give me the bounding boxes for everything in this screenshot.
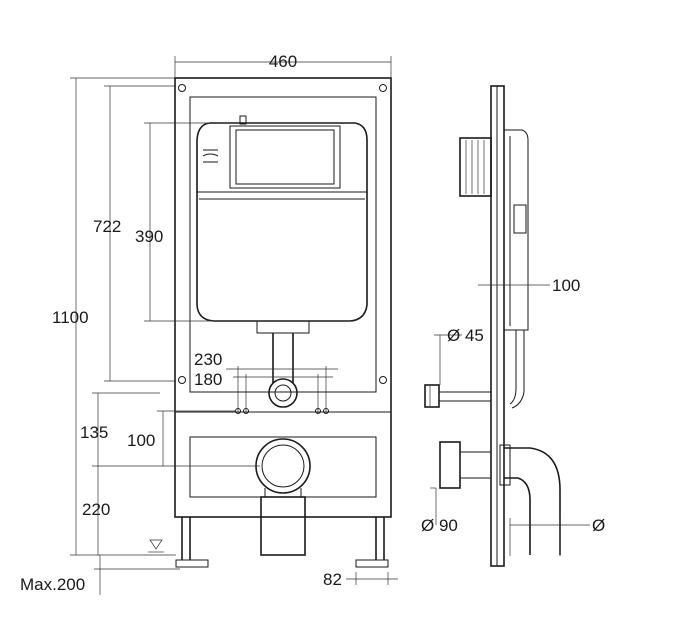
bolt <box>379 84 387 92</box>
frame-outline <box>174 77 392 518</box>
dim-outlet-height-label: 220 <box>82 500 110 519</box>
side-waste-connector <box>439 441 461 489</box>
front-dimensions <box>70 56 398 595</box>
flush-outlet <box>256 320 310 334</box>
floor-level-icon <box>149 539 163 550</box>
front-view <box>174 77 392 568</box>
dim-width-label: 460 <box>269 52 297 71</box>
frame-inner-upper <box>189 96 377 393</box>
cistern <box>196 122 368 322</box>
flush-pipe-end <box>268 378 298 408</box>
dim-foot-width-label: 82 <box>323 570 342 589</box>
bolt <box>178 376 186 384</box>
inlet-valve <box>202 149 219 163</box>
dim-outlet-dia-label: Ø 90 <box>421 516 458 535</box>
foot-left <box>175 559 209 568</box>
dim-side-dia-label: Ø <box>592 516 605 535</box>
bolt <box>379 376 387 384</box>
dim-cistern-top-label: 722 <box>93 217 121 236</box>
frame-lower-panel <box>189 436 377 498</box>
dim-depth-label: 100 <box>552 276 580 295</box>
side-flush-connector <box>424 384 440 408</box>
dim-fixing-inner-label: 180 <box>194 370 222 389</box>
dim-135-label: 135 <box>80 423 108 442</box>
flush-plate-opening <box>229 125 341 189</box>
side-waste-bend <box>504 447 561 555</box>
dim-fixing-outer-label: 230 <box>194 350 222 369</box>
dim-inlet-dia-label: Ø 45 <box>447 326 484 345</box>
dim-cistern-height-label: 390 <box>135 227 163 246</box>
side-flush-pipe <box>509 330 517 405</box>
waste-pipe <box>260 496 306 556</box>
dim-100-label: 100 <box>127 431 155 450</box>
dim-total-height-label: 1100 <box>52 308 89 327</box>
dim-foot-adjust-label: Max.200 <box>20 575 85 594</box>
side-dimensions <box>430 284 590 556</box>
side-view <box>424 85 561 567</box>
foot-right <box>355 559 389 568</box>
side-cistern <box>504 129 529 331</box>
cistern-valve <box>239 115 247 125</box>
bolt <box>178 84 186 92</box>
side-flush-plate <box>459 137 492 197</box>
waste-outlet <box>255 438 311 494</box>
